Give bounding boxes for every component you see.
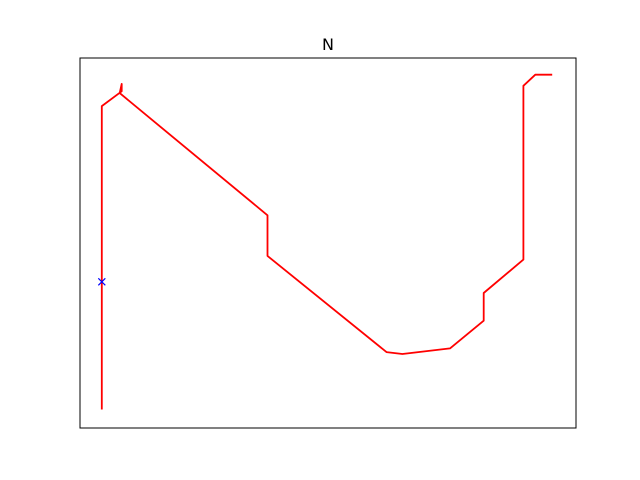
x-marker-0 xyxy=(97,277,106,286)
plot-area xyxy=(79,57,577,429)
chart-title: N xyxy=(322,35,334,54)
series-line-0 xyxy=(100,73,553,410)
axes-frame xyxy=(79,57,577,429)
